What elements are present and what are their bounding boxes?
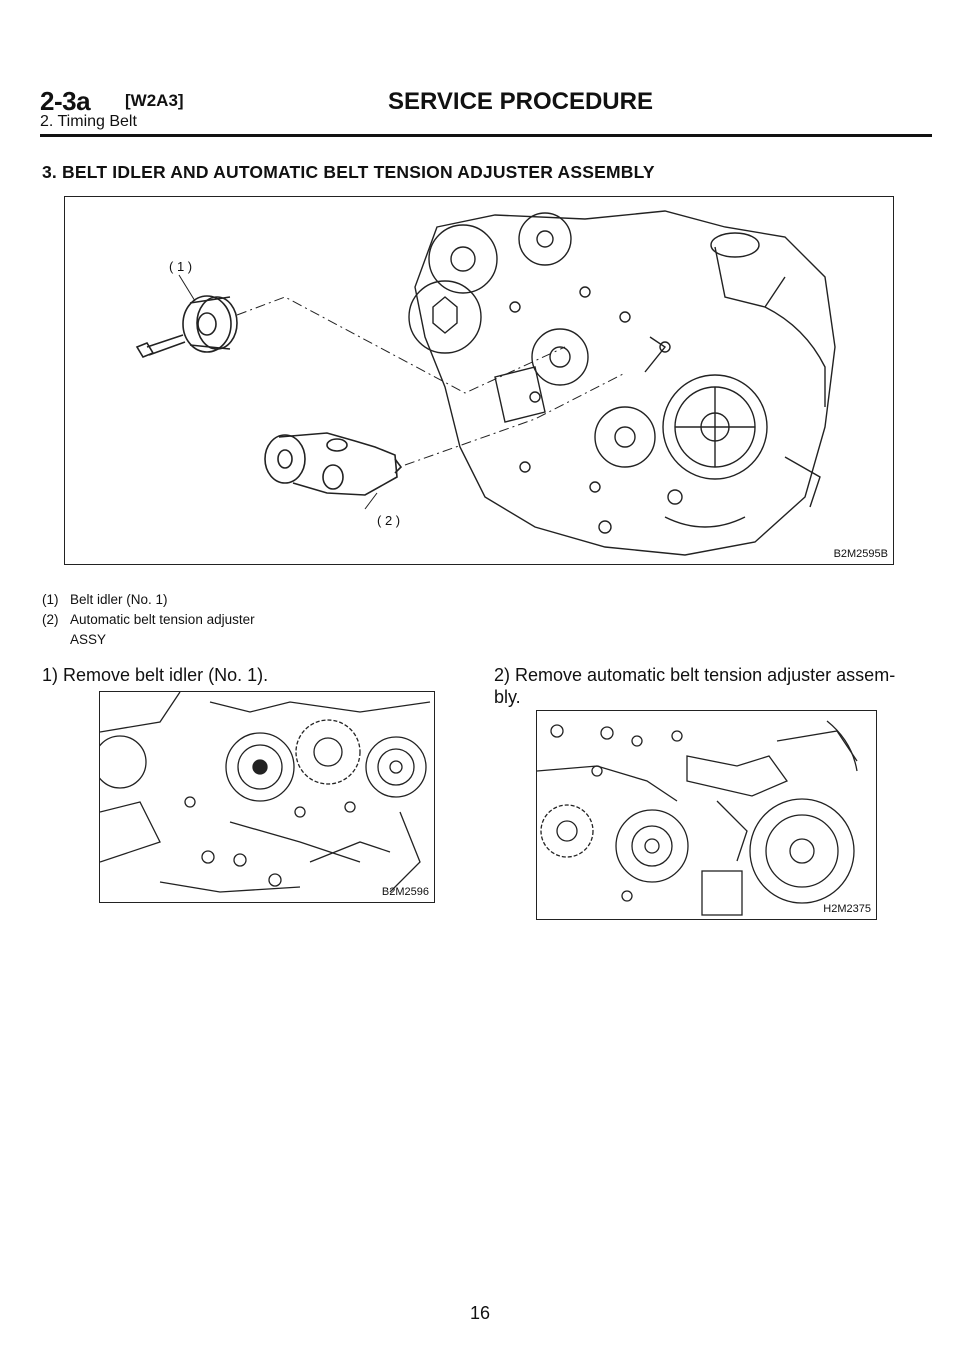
figure-code: B2M2595B <box>833 548 888 560</box>
step-2-figure: H2M2375 <box>536 710 877 920</box>
legend-item: (1) Belt idler (No. 1) <box>42 590 255 610</box>
step-1-text: 1) Remove belt idler (No. 1). <box>42 665 269 685</box>
page-number: 16 <box>469 1303 491 1323</box>
step-2-line-1: 2) Remove automatic belt tension adjuste… <box>494 665 896 685</box>
legend-text: Belt idler (No. 1) <box>70 592 168 607</box>
step-2-text: 2) Remove automatic belt tension adjuste… <box>494 664 895 708</box>
tension-adjuster-part <box>264 432 403 496</box>
section-ref: [W2A3] <box>125 91 184 110</box>
figure-code: B2M2596 <box>381 886 429 898</box>
page-subtitle: 2. Timing Belt <box>40 113 137 130</box>
legend: (1) Belt idler (No. 1) (2) Automatic belt … <box>42 590 255 650</box>
section-code: 2-3a <box>40 86 91 116</box>
legend-text-continued: ASSY <box>70 632 107 647</box>
step-1-figure: B2M2596 <box>99 691 435 903</box>
main-figure: ( 1 ) ( 2 ) B2M2595B <box>64 196 894 565</box>
header-divider <box>40 134 932 137</box>
belt-idler-photo <box>100 692 431 893</box>
belt-idler-part <box>135 295 238 358</box>
callout-2: ( 2 ) <box>377 513 400 528</box>
engine-exploded-illustration: ( 1 ) ( 2 ) <box>135 210 836 556</box>
tension-adjuster-photo <box>537 720 858 916</box>
legend-number: (1) <box>42 592 59 607</box>
legend-text: Automatic belt tension adjuster <box>70 612 255 627</box>
legend-item: (2) Automatic belt tension adjuster <box>42 610 255 630</box>
legend-number: (2) <box>42 612 59 627</box>
section-title: 3. BELT IDLER AND AUTOMATIC BELT TENSION… <box>42 162 655 182</box>
step-2-line-2: bly. <box>494 687 521 707</box>
callout-1: ( 1 ) <box>169 259 192 274</box>
figure-code: H2M2375 <box>823 903 871 915</box>
page-title: SERVICE PROCEDURE <box>388 88 653 115</box>
